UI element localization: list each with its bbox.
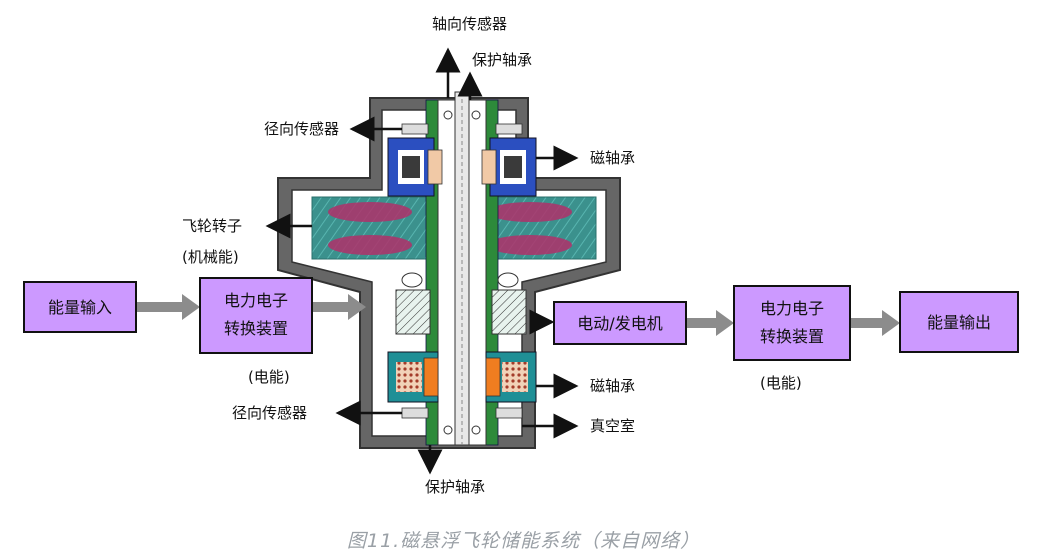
protect-bearing-bottom-label: 保护轴承 [425,478,485,496]
electric-energy-right-label: (电能) [760,374,802,392]
energy-output-box: 能量输出 [899,291,1019,353]
converter-right-line2: 转换装置 [760,327,824,346]
motor-generator-box: 电动/发电机 [553,301,687,345]
magnetic-bearing-top-label: 磁轴承 [590,149,635,167]
radial-sensor-top-label: 径向传感器 [264,120,339,138]
top-sensors [401,110,523,135]
magnetic-bearing-bottom-label: 磁轴承 [590,377,635,395]
radial-sensor-bottom-label: 径向传感器 [232,404,307,422]
converter-right-box: 电力电子 转换装置 [733,285,851,361]
axial-sensor-label: 轴向传感器 [432,15,507,33]
motor-generator-label: 电动/发电机 [577,314,662,333]
energy-input-box: 能量输入 [23,281,137,333]
bottom-sensors [401,407,523,435]
motor-generator [395,272,527,335]
energy-output-label: 能量输出 [927,313,991,332]
mechanical-energy-label: (机械能) [182,248,239,266]
figure-caption: 图11.磁悬浮飞轮储能系统（来自网络） [346,530,701,552]
pointer-arrows [265,47,579,475]
electric-energy-left-label: (电能) [248,368,290,386]
converter-left-line2: 转换装置 [224,319,288,338]
bottom-magnetic-bearing [387,351,537,403]
converter-left-line1: 电力电子 [224,291,288,310]
protect-bearing-top-label: 保护轴承 [472,51,532,69]
energy-input-label: 能量输入 [48,298,112,317]
flow-arrows [136,294,900,336]
converter-right-line1: 电力电子 [760,299,824,318]
converter-left-box: 电力电子 转换装置 [199,277,313,354]
vacuum-chamber-label: 真空室 [590,417,635,435]
flywheel-rotor-label: 飞轮转子 [182,217,242,235]
top-magnetic-bearing [387,137,537,197]
